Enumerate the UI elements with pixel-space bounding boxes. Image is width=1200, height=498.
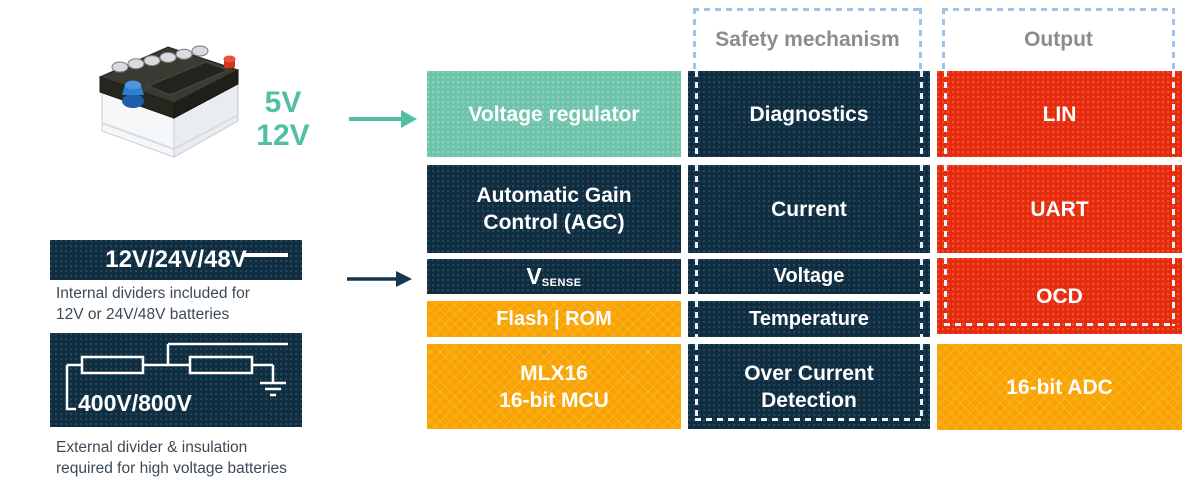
voltage-regulator-label: Voltage regulator	[468, 102, 640, 126]
voltage-divider-circuit-icon	[65, 342, 288, 411]
external-divider-box: 400V/800V	[50, 333, 302, 427]
safety-dashed-border-left	[693, 8, 696, 71]
uart-label: UART	[1030, 197, 1089, 221]
mlx16-mcu-label: MLX16 16-bit MCU	[499, 361, 609, 412]
lin-block: LIN	[937, 71, 1182, 157]
diagnostics-block: Diagnostics	[688, 71, 930, 157]
internal-divider-caption: Internal dividers included for 12V or 24…	[56, 285, 250, 323]
safety-dashed-border-top	[693, 8, 922, 11]
mlx16-mcu-block: MLX16 16-bit MCU	[427, 344, 681, 429]
output-header: Output	[942, 8, 1175, 71]
battery-image	[98, 45, 240, 158]
supply-voltage-label: 5V 12V	[256, 86, 310, 152]
voltage-block: Voltage	[688, 259, 930, 294]
temperature-label: Temperature	[749, 307, 869, 330]
vsense-subscript: SENSE	[541, 276, 582, 289]
output-title: Output	[1024, 27, 1093, 51]
adc-block: 16-bit ADC	[937, 344, 1182, 430]
flash-rom-block: Flash | ROM	[427, 301, 681, 337]
over-current-detection-label: Over Current Detection	[744, 361, 874, 412]
voltage-label: Voltage	[773, 265, 845, 287]
internal-divider-label: 12V/24V/48V	[105, 246, 247, 273]
ocd-block: OCD	[937, 258, 1182, 334]
supply-arrow-icon	[349, 110, 417, 128]
safety-mechanism-title: Safety mechanism	[715, 27, 900, 51]
flash-rom-label: Flash | ROM	[496, 307, 612, 330]
lin-label: LIN	[1042, 102, 1077, 126]
uart-block: UART	[937, 165, 1182, 253]
safety-mechanism-header: Safety mechanism	[693, 8, 922, 71]
internal-divider-box: 12V/24V/48V	[50, 240, 302, 280]
ocd-label: OCD	[1036, 284, 1083, 308]
divider-arrow-icon	[347, 271, 412, 287]
external-divider-caption: External divider & insulation required f…	[56, 439, 287, 477]
diagnostics-label: Diagnostics	[749, 102, 869, 126]
adc-label: 16-bit ADC	[1006, 375, 1113, 399]
over-current-detection-block: Over Current Detection	[688, 344, 930, 429]
current-label: Current	[771, 197, 847, 221]
temperature-block: Temperature	[688, 301, 930, 337]
voltage-regulator-block: Voltage regulator	[427, 71, 681, 157]
output-dashed-border-right	[1172, 8, 1175, 71]
external-divider-label: 400V/800V	[78, 390, 192, 416]
vsense-label: V	[526, 263, 542, 289]
agc-label: Automatic Gain Control (AGC)	[476, 184, 632, 234]
output-dashed-border-left	[942, 8, 945, 71]
output-dashed-border-top	[942, 8, 1175, 11]
current-block: Current	[688, 165, 930, 253]
wire-stub-icon	[242, 253, 288, 257]
safety-dashed-border-right	[919, 8, 922, 71]
agc-block: Automatic Gain Control (AGC)	[427, 165, 681, 253]
